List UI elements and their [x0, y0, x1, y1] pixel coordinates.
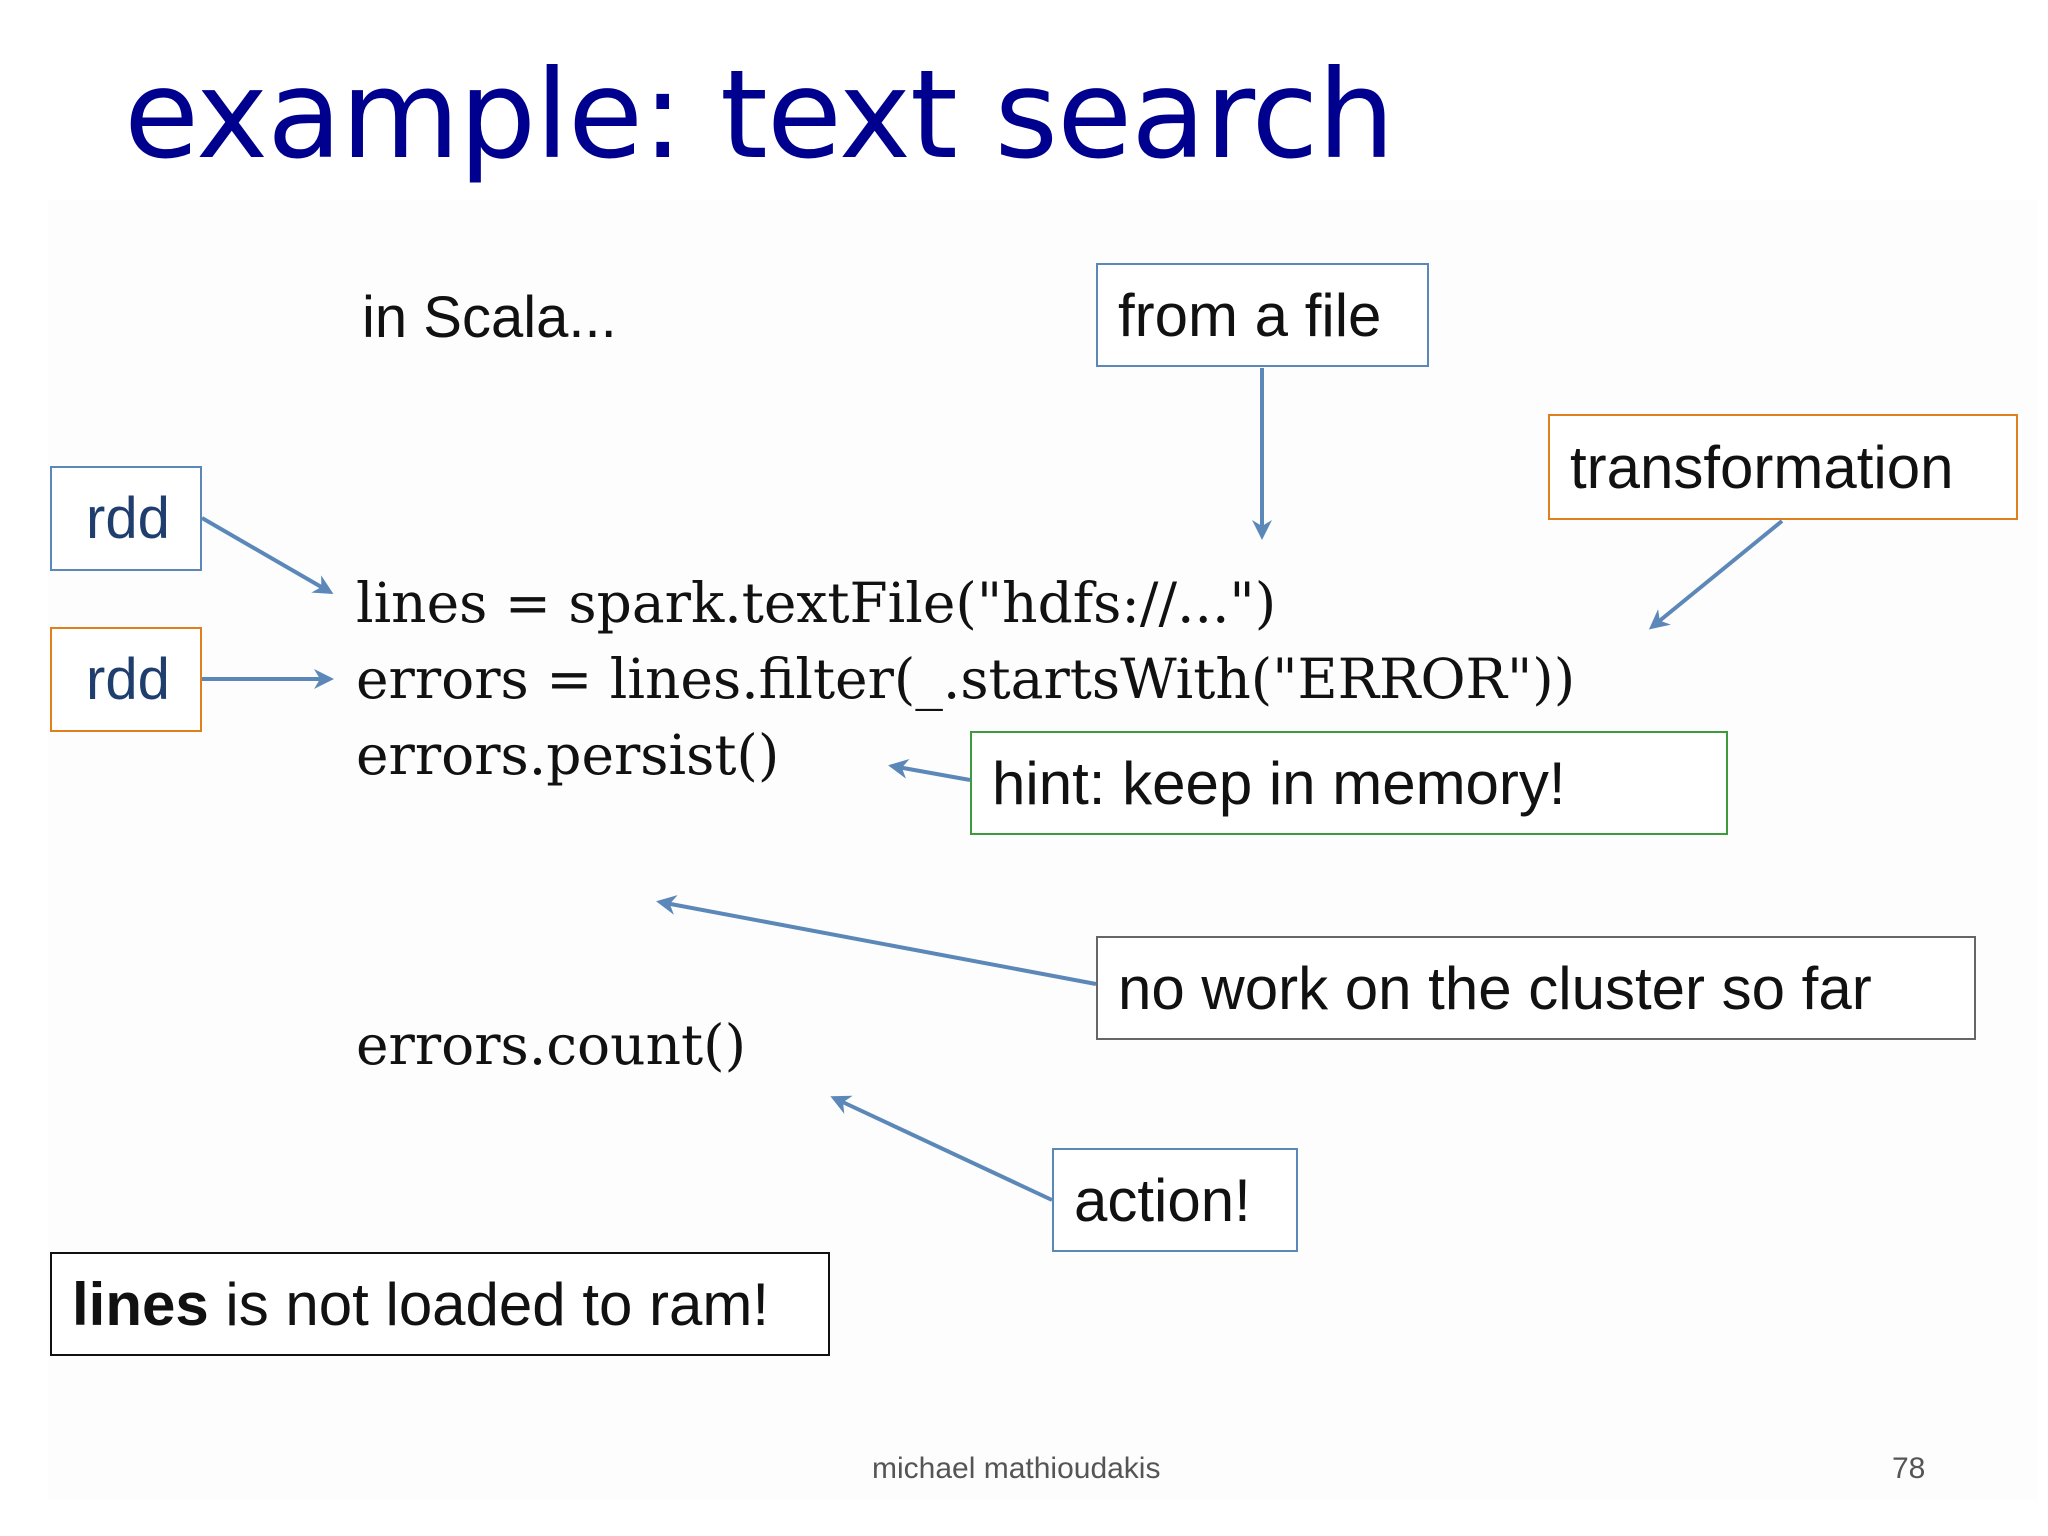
- callout-transformation-text: transformation: [1570, 433, 1954, 501]
- callout-rdd-errors: rdd: [50, 627, 202, 732]
- code-line-count: errors.count(): [356, 1013, 747, 1077]
- callout-rdd-lines: rdd: [50, 466, 202, 571]
- callout-from-a-file: from a file: [1096, 263, 1429, 367]
- page-number: 78: [1892, 1452, 1926, 1485]
- callout-transformation: transformation: [1548, 414, 2018, 520]
- footer-author: michael mathioudakis: [872, 1452, 1161, 1485]
- callout-hint: hint: keep in memory!: [970, 731, 1728, 835]
- callout-no-work: no work on the cluster so far: [1096, 936, 1976, 1040]
- callout-from-a-file-text: from a file: [1118, 281, 1382, 349]
- slide-title: example: text search: [124, 44, 1395, 186]
- callout-lines-not-loaded: lines is not loaded to ram!: [50, 1252, 830, 1356]
- callout-rdd-errors-text: rdd: [86, 647, 170, 712]
- code-line-textfile: lines = spark.textFile("hdfs://..."): [356, 571, 1277, 635]
- callout-no-work-text: no work on the cluster so far: [1118, 954, 1872, 1022]
- arrow-transformation: [1648, 519, 1784, 630]
- arrow-action: [830, 1095, 1053, 1202]
- callout-action-text: action!: [1074, 1166, 1251, 1234]
- callout-lines-keyword: lines: [72, 1270, 209, 1338]
- code-line-filter: errors = lines.filter(_.startsWith("ERRO…: [356, 647, 1576, 711]
- arrow-hint: [888, 758, 971, 782]
- code-line-persist: errors.persist(): [356, 723, 780, 787]
- callout-lines-rest: is not loaded to ram!: [208, 1270, 770, 1338]
- arrow-no-work: [656, 895, 1097, 986]
- subtitle: in Scala...: [362, 285, 617, 350]
- callout-action: action!: [1052, 1148, 1298, 1252]
- callout-rdd-lines-text: rdd: [86, 486, 170, 551]
- arrow-rdd-lines: [200, 516, 334, 595]
- callout-hint-text: hint: keep in memory!: [992, 749, 1566, 817]
